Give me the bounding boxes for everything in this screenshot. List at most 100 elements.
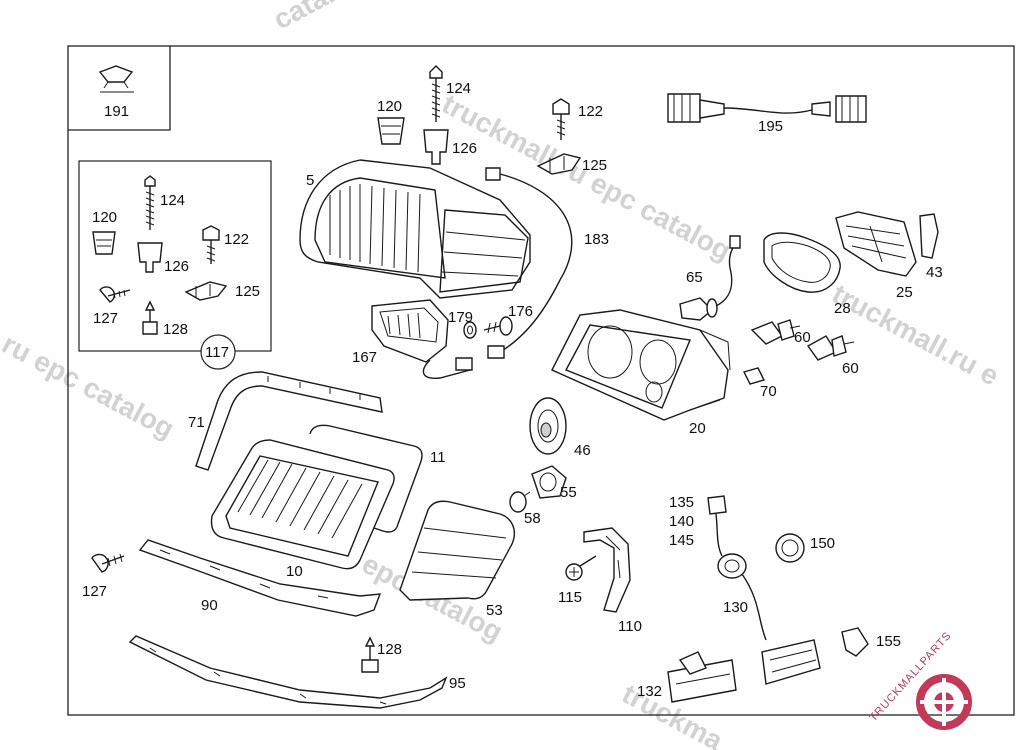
indicator-lens-53 [399,500,516,601]
bulb-60a [750,319,801,345]
strip-95 [128,635,448,709]
clip-125 [536,153,582,175]
label-43: 43 [926,264,943,281]
label-183: 183 [584,231,609,248]
clip-126 [423,129,449,165]
connector-176 [487,345,505,359]
clip-43 [919,213,939,259]
label-120: 120 [377,98,402,115]
screw-115 [565,555,597,581]
label-117: 117 [205,344,229,361]
fog-lamp-167 [371,299,473,379]
label-65: 65 [686,269,703,286]
label-115: 115 [558,589,582,606]
bracket-110 [583,527,631,613]
label-58: 58 [524,510,541,527]
bulb-60b [806,335,855,361]
label-176: 176 [508,303,533,320]
housing-20 [551,309,731,421]
label-150: 150 [810,535,835,552]
kit-nut-120 [92,231,116,255]
label-122: 122 [578,103,603,120]
label-124: 124 [446,80,471,97]
label-125: 125 [582,157,607,174]
grommet-179 [463,321,477,339]
kit-screw-127 [99,286,131,303]
kit-clip-126 [137,242,163,273]
bulb-70 [742,367,766,385]
gasket-28 [763,232,841,293]
bolt-122 [552,98,570,140]
label-145: 145 [669,532,694,549]
label-25: 25 [896,284,913,301]
label-167: 167 [352,349,377,366]
nut-120 [377,117,405,145]
label-155: 155 [876,633,901,650]
callout-117 [200,334,236,370]
label-125-kit: 125 [235,283,260,300]
headlamp-assembly-5 [299,159,531,299]
label-140: 140 [669,513,694,530]
label-126: 126 [452,140,477,157]
label-95: 95 [449,675,466,692]
trim-71 [195,371,383,471]
kit-box-117 [78,160,272,352]
socket-harness-135 [707,495,767,641]
box-191 [68,46,171,131]
screw-124 [429,65,443,122]
kit-clip-125 [184,281,228,301]
label-122-kit: 122 [224,231,249,248]
rivet-128 [361,636,379,673]
lens-10 [210,439,395,570]
screw-127 [91,553,125,573]
label-55: 55 [560,484,577,501]
watermark-text: ru epc catalog [0,328,179,444]
gasket-11 [309,424,423,533]
seal-46 [529,397,567,455]
label-128: 128 [377,641,402,658]
side-marker-lamp [761,639,821,685]
label-60a: 60 [794,329,811,346]
label-124-kit: 124 [160,192,185,209]
kit-rivet-128 [142,300,158,335]
label-179: 179 [448,309,473,326]
label-120-kit: 120 [92,209,117,226]
label-135: 135 [669,494,694,511]
trim-90 [138,539,382,617]
watermark-text: catalog [268,0,369,35]
label-191: 191 [104,103,129,120]
label-128-kit: 128 [163,321,188,338]
label-127-kit: 127 [93,310,118,327]
marker-lamp-132 [667,651,737,703]
label-46: 46 [574,442,591,459]
label-130: 130 [723,599,748,616]
label-90: 90 [201,597,218,614]
label-195: 195 [758,118,783,135]
bulb-58 [509,491,531,513]
screw-176 [483,316,513,336]
socket-55 [531,465,567,499]
cable-183 [499,173,573,353]
label-127: 127 [82,583,107,600]
clip-191 [98,65,134,93]
kit-screw-124 [144,175,156,230]
harness-195 [667,93,867,123]
label-28: 28 [834,300,851,317]
label-132: 132 [637,683,662,700]
diagram-frame [67,45,1015,716]
label-20: 20 [689,420,706,437]
label-11: 11 [430,449,446,466]
label-10: 10 [286,563,303,580]
label-110: 110 [618,618,642,635]
label-5: 5 [306,172,314,189]
kit-bolt-122 [202,225,220,264]
label-60b: 60 [842,360,859,377]
bulb-155 [841,627,869,657]
grommet-150 [775,533,805,563]
bulb-65 [679,235,741,321]
label-71: 71 [188,414,205,431]
reflector-25 [835,211,917,277]
label-126-kit: 126 [164,258,189,275]
label-53: 53 [486,602,503,619]
